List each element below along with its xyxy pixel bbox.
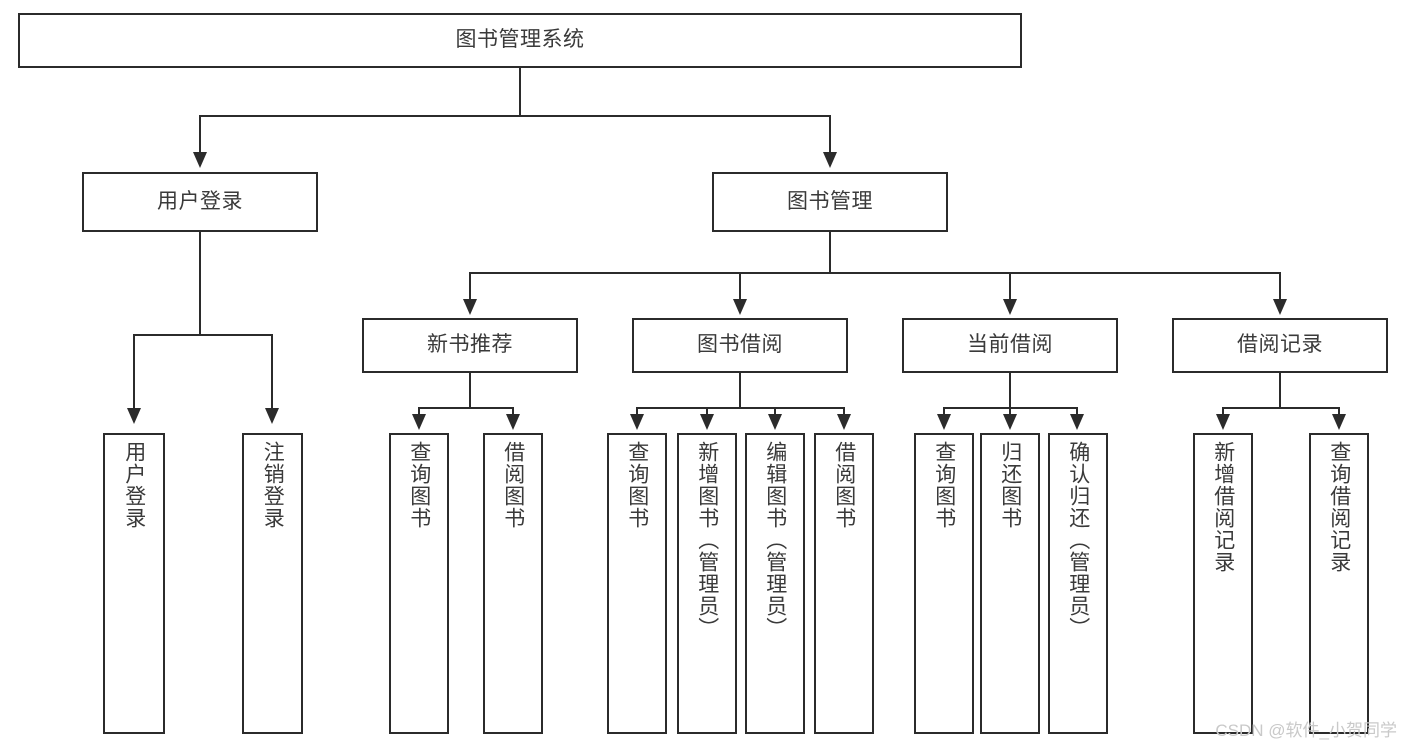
node-current-borrow[interactable]: 当前借阅 [902, 318, 1118, 373]
connector-new-book-to-leaf-2 [512, 407, 514, 419]
node-label: 确认归还（管理员） [1066, 441, 1090, 639]
connector-user-login-bus [133, 334, 273, 336]
node-label: 借阅图书 [501, 441, 525, 529]
connector-borrow-record-to-leaf-2 [1338, 407, 1340, 419]
connector-book-borrow-to-leaf-3 [774, 407, 776, 419]
leaf-borrow-book[interactable]: 借阅图书 [814, 433, 874, 734]
connector-user-login-to-leaf-1 [133, 334, 135, 410]
arrow-current-borrow-to-leaf-2 [1003, 414, 1017, 430]
arrow-book-borrow-to-leaf-3 [768, 414, 782, 430]
arrow-book-borrow-to-leaf-4 [837, 414, 851, 430]
connector-bm-to-book-borrow [739, 272, 741, 302]
node-label: 图书管理系统 [455, 28, 585, 52]
arrow-borrow-record-to-leaf-2 [1332, 414, 1346, 430]
connector-book-management-bus [469, 272, 1281, 274]
arrow-bm-to-borrow-record [1273, 299, 1287, 315]
node-user-login[interactable]: 用户登录 [82, 172, 318, 232]
arrow-book-borrow-to-leaf-1 [630, 414, 644, 430]
node-new-book-recommend[interactable]: 新书推荐 [362, 318, 578, 373]
connector-current-borrow-stem [1009, 373, 1011, 409]
leaf-return-book[interactable]: 归还图书 [980, 433, 1040, 734]
connector-user-login-stem [199, 232, 201, 336]
node-label: 注销登录 [261, 441, 285, 529]
leaf-borrow-book-new[interactable]: 借阅图书 [483, 433, 543, 734]
node-borrow-record[interactable]: 借阅记录 [1172, 318, 1388, 373]
node-book-management[interactable]: 图书管理 [712, 172, 948, 232]
connector-book-borrow-bus [636, 407, 844, 409]
arrow-bm-to-new-book [463, 299, 477, 315]
connector-root-bus [199, 115, 831, 117]
arrow-book-borrow-to-leaf-2 [700, 414, 714, 430]
connector-current-borrow-to-leaf-1 [943, 407, 945, 419]
leaf-user-login[interactable]: 用户登录 [103, 433, 165, 734]
arrow-user-login-to-leaf-1 [127, 408, 141, 424]
connector-borrow-record-stem [1279, 373, 1281, 409]
arrow-current-borrow-to-leaf-1 [937, 414, 951, 430]
connector-book-borrow-to-leaf-2 [706, 407, 708, 419]
connector-new-book-stem [469, 373, 471, 409]
leaf-confirm-return-admin[interactable]: 确认归还（管理员） [1048, 433, 1108, 734]
node-label: 用户登录 [122, 441, 146, 529]
node-label: 借阅记录 [1237, 333, 1323, 357]
arrow-bm-to-book-borrow [733, 299, 747, 315]
node-label: 查询图书 [407, 441, 431, 529]
node-label: 图书管理 [787, 189, 873, 213]
arrow-root-to-book-management [823, 152, 837, 168]
arrow-borrow-record-to-leaf-1 [1216, 414, 1230, 430]
leaf-add-borrow-record[interactable]: 新增借阅记录 [1193, 433, 1253, 734]
node-label: 编辑图书（管理员） [763, 441, 787, 639]
node-label: 查询图书 [625, 441, 649, 529]
connector-current-borrow-to-leaf-2 [1009, 407, 1011, 419]
connector-bm-to-new-book [469, 272, 471, 302]
leaf-logout[interactable]: 注销登录 [242, 433, 303, 734]
node-label: 图书借阅 [697, 333, 783, 357]
arrow-new-book-to-leaf-2 [506, 414, 520, 430]
connector-new-book-to-leaf-1 [418, 407, 420, 419]
node-book-borrow[interactable]: 图书借阅 [632, 318, 848, 373]
connector-borrow-record-to-leaf-1 [1222, 407, 1224, 419]
connector-book-borrow-to-leaf-1 [636, 407, 638, 419]
arrow-root-to-user-login [193, 152, 207, 168]
node-label: 查询图书 [932, 441, 956, 529]
arrow-current-borrow-to-leaf-3 [1070, 414, 1084, 430]
connector-current-borrow-to-leaf-3 [1076, 407, 1078, 419]
node-label: 新增图书（管理员） [695, 441, 719, 639]
node-label: 借阅图书 [832, 441, 856, 529]
connector-book-borrow-stem [739, 373, 741, 409]
connector-root-to-user-login [199, 115, 201, 155]
node-label: 当前借阅 [967, 333, 1053, 357]
arrow-new-book-to-leaf-1 [412, 414, 426, 430]
arrow-user-login-to-leaf-2 [265, 408, 279, 424]
node-label: 归还图书 [998, 441, 1022, 529]
connector-user-login-to-leaf-2 [271, 334, 273, 410]
connector-bm-to-current-borrow [1009, 272, 1011, 302]
node-label: 查询借阅记录 [1327, 441, 1351, 573]
connector-bm-to-borrow-record [1279, 272, 1281, 302]
leaf-query-book-current[interactable]: 查询图书 [914, 433, 974, 734]
node-label: 新书推荐 [427, 333, 513, 357]
connector-borrow-record-bus [1222, 407, 1340, 409]
node-label: 新增借阅记录 [1211, 441, 1235, 573]
connector-root-to-book-management [829, 115, 831, 155]
connector-new-book-bus [418, 407, 514, 409]
node-label: 用户登录 [157, 189, 243, 213]
connector-book-management-stem [829, 232, 831, 274]
arrow-bm-to-current-borrow [1003, 299, 1017, 315]
leaf-query-book-borrow[interactable]: 查询图书 [607, 433, 667, 734]
connector-root-stem [519, 68, 521, 116]
leaf-add-book-admin[interactable]: 新增图书（管理员） [677, 433, 737, 734]
leaf-query-borrow-record[interactable]: 查询借阅记录 [1309, 433, 1369, 734]
leaf-query-book-new[interactable]: 查询图书 [389, 433, 449, 734]
node-root-book-management-system[interactable]: 图书管理系统 [18, 13, 1022, 68]
connector-book-borrow-to-leaf-4 [843, 407, 845, 419]
leaf-edit-book-admin[interactable]: 编辑图书（管理员） [745, 433, 805, 734]
